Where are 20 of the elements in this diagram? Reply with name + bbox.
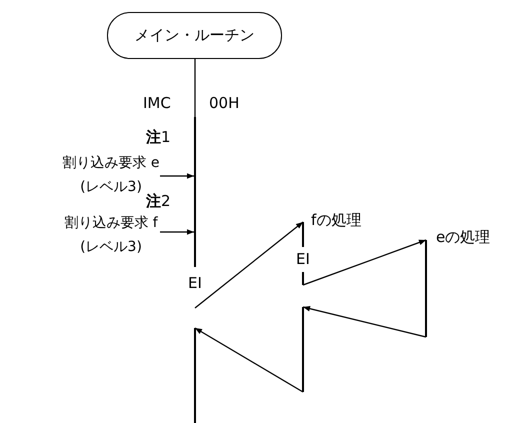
- note-label: 注2: [146, 193, 171, 210]
- note-label: 注1: [146, 129, 171, 146]
- arrow: [194, 222, 304, 308]
- instruction-label: 00H: [209, 95, 240, 112]
- instruction-label: EI: [187, 275, 203, 292]
- timeline-bar: [192, 328, 198, 423]
- timeline-bar: [423, 240, 429, 337]
- instruction-label: IMC: [143, 95, 171, 112]
- interrupt-request-label: 割り込み要求 f (レベル3): [62, 211, 160, 259]
- instruction-label: EI: [295, 251, 311, 268]
- connector-line: [194, 59, 196, 117]
- arrow: [302, 239, 426, 286]
- terminal-box: メイン・ルーチン: [107, 12, 282, 59]
- arrow: [302, 306, 426, 338]
- timeline-bar: [300, 307, 306, 392]
- process-label: fの処理: [311, 212, 362, 229]
- arrow: [160, 229, 194, 235]
- arrow: [194, 327, 304, 393]
- process-label: eの処理: [436, 229, 490, 246]
- arrow: [160, 173, 194, 179]
